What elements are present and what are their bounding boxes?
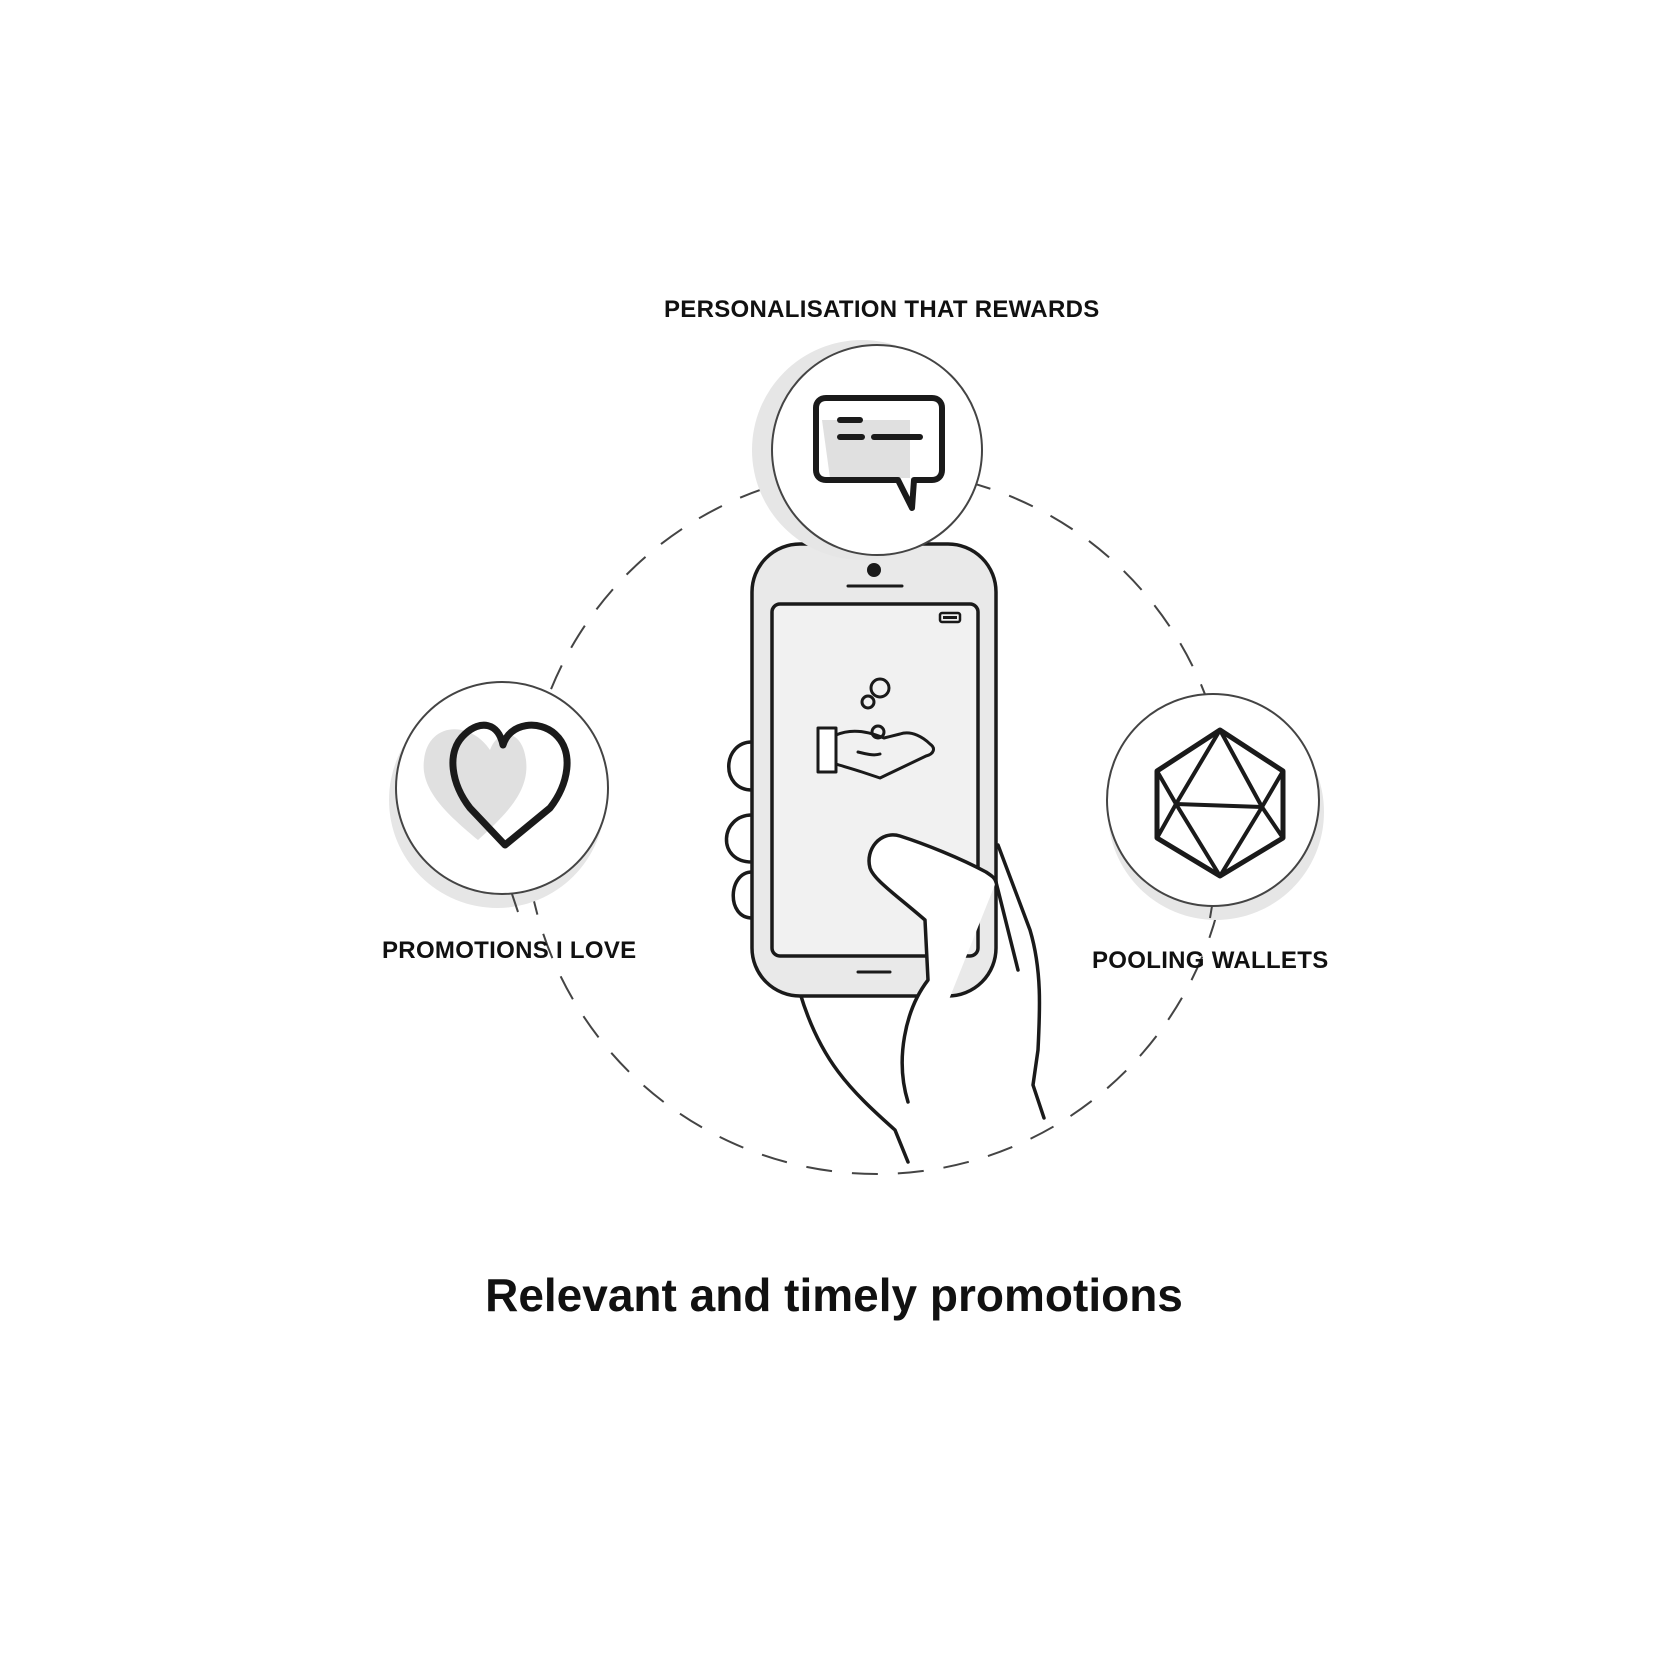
chat-bubble-icon <box>813 395 945 511</box>
main-caption: Relevant and timely promotions <box>485 1269 1183 1321</box>
hand-with-coins-icon <box>816 677 935 780</box>
thumb-illustration <box>867 833 1020 1104</box>
heart-icon <box>423 721 571 849</box>
label-pooling-wallets: POOLING WALLETS <box>1092 947 1329 974</box>
right-feature-node <box>1106 693 1324 920</box>
battery-icon <box>938 611 962 624</box>
top-feature-node <box>752 340 983 560</box>
label-promotions: PROMOTIONS I LOVE <box>382 937 637 964</box>
label-personalisation: PERSONALISATION THAT REWARDS <box>664 296 1100 323</box>
polyhedron-gem-icon <box>1154 727 1286 879</box>
hand-illustration <box>724 740 1046 1164</box>
left-feature-node <box>389 681 609 913</box>
phone-camera <box>867 563 881 577</box>
